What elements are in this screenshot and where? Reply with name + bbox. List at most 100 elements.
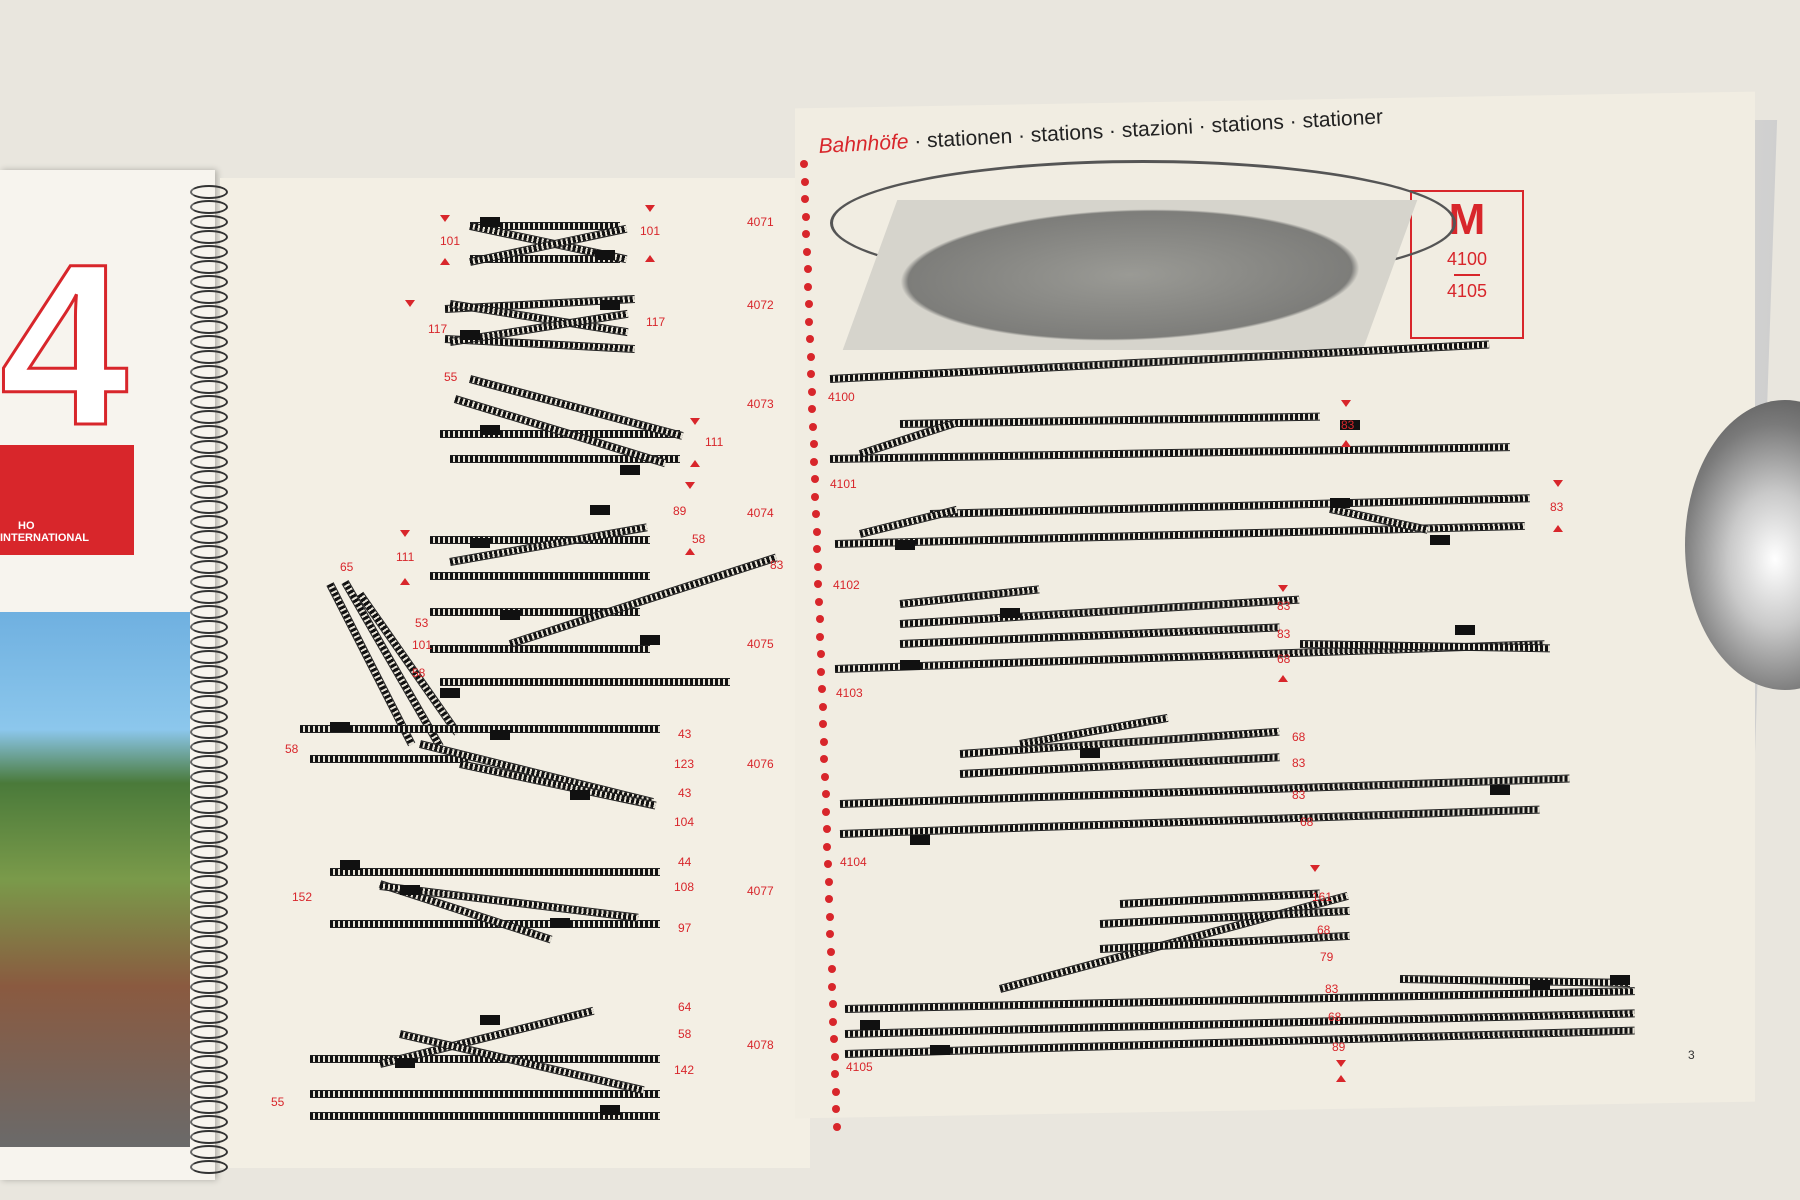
spine-dot [804,282,813,291]
spiral-ring [190,1130,228,1144]
dimension-arrow [440,258,450,265]
spiral-ring [190,1070,228,1084]
track-segment [310,1112,660,1120]
spine-dot [806,335,814,343]
track-buffer-block [620,465,640,475]
dimension-label: 108 [674,880,695,894]
track-segment [310,1090,660,1098]
track-buffer-block [860,1020,880,1030]
dimension-arrow [400,530,410,537]
track-buffer-block [550,918,570,928]
spiral-ring [190,725,228,739]
spine-dot [817,667,826,676]
spiral-ring [190,740,228,754]
header-sep: · [913,129,922,153]
spiral-ring [190,635,228,649]
spine-dot [827,965,836,973]
dimension-arrow [685,548,695,555]
header-sep: · [1198,114,1207,139]
spiral-ring [190,680,228,694]
spine-dot [810,475,819,483]
track-buffer-block [895,540,915,550]
cover-photo [0,612,190,1147]
catalog-code-right: 4103 [836,686,863,700]
dimension-arrow [1553,525,1563,532]
spiral-ring [190,530,228,544]
spiral-ring [190,770,228,784]
spine-dot [825,895,834,903]
spiral-ring [190,290,228,304]
dimension-label: 68 [1277,652,1291,666]
spiral-ring [190,650,228,664]
dimension-label: 83 [1550,500,1564,514]
spiral-ring [190,665,228,679]
track-buffer-block [1340,420,1360,430]
spiral-ring [190,755,228,769]
spiral-ring [190,1025,228,1039]
spine-dot [816,650,825,658]
spiral-ring [190,605,228,619]
dimension-label: 83 [1325,982,1339,996]
spiral-ring [190,455,228,469]
spiral-ring [190,800,228,814]
dimension-label: 64 [678,1000,692,1014]
spiral-ring [190,200,228,214]
header-sep: · [1017,124,1026,148]
track-buffer-block [570,790,590,800]
spiral-ring [190,830,228,844]
track-buffer-block [470,538,490,548]
track-buffer-block [930,1045,950,1055]
spine-dot [824,860,832,868]
spine-dot [821,790,830,798]
spine-dot [800,160,808,168]
track-segment [470,222,620,230]
spine-dot [809,422,817,431]
spiral-ring [190,470,228,484]
spiral-ring [190,1040,228,1054]
spiral-ring [190,305,228,319]
track-buffer-block [910,835,930,845]
cover-logo-brand: INTERNATIONAL [0,532,90,544]
dimension-arrow [685,482,695,489]
layout-photo [842,200,1418,350]
dimension-label: 58 [412,666,426,680]
dimension-label: 101 [640,224,661,238]
dimension-arrow [645,205,655,212]
dimension-arrow [1278,585,1288,592]
spine-dot [822,825,831,833]
dimension-arrow [690,460,700,467]
spiral-ring [190,215,228,229]
spine-dot [830,1035,838,1043]
spiral-ring [190,845,228,859]
spiral-ring [190,1100,228,1114]
dimension-arrow [1553,480,1563,487]
spine-dot [812,527,821,536]
series-from: 4100 [1446,249,1488,269]
track-segment [430,645,650,653]
dimension-label: 83 [1277,599,1291,613]
spiral-ring [190,500,228,514]
dimension-arrow [690,418,700,425]
spine-dot [826,930,835,938]
spine-dot [825,912,834,921]
track-buffer-block [600,300,620,310]
series-box: M 4100 4105 [1410,190,1524,339]
spine-dot [807,370,816,378]
spiral-ring [190,590,228,604]
dimension-label: 89 [1332,1040,1346,1054]
spine-dot [832,1105,841,1113]
spine-dot [828,1000,837,1008]
dimension-arrow [1341,440,1351,447]
track-buffer-block [1330,498,1350,508]
spiral-ring [190,995,228,1009]
header-sep: · [1108,119,1117,143]
spine-dot [812,510,820,518]
spine-dot [816,632,825,641]
dimension-label: 83 [1277,627,1291,641]
spiral-ring [190,1055,228,1069]
track-segment [450,455,680,463]
spine-dot [813,562,822,571]
spine-dot [803,265,812,273]
spiral-ring [190,275,228,289]
track-buffer-block [1490,785,1510,795]
